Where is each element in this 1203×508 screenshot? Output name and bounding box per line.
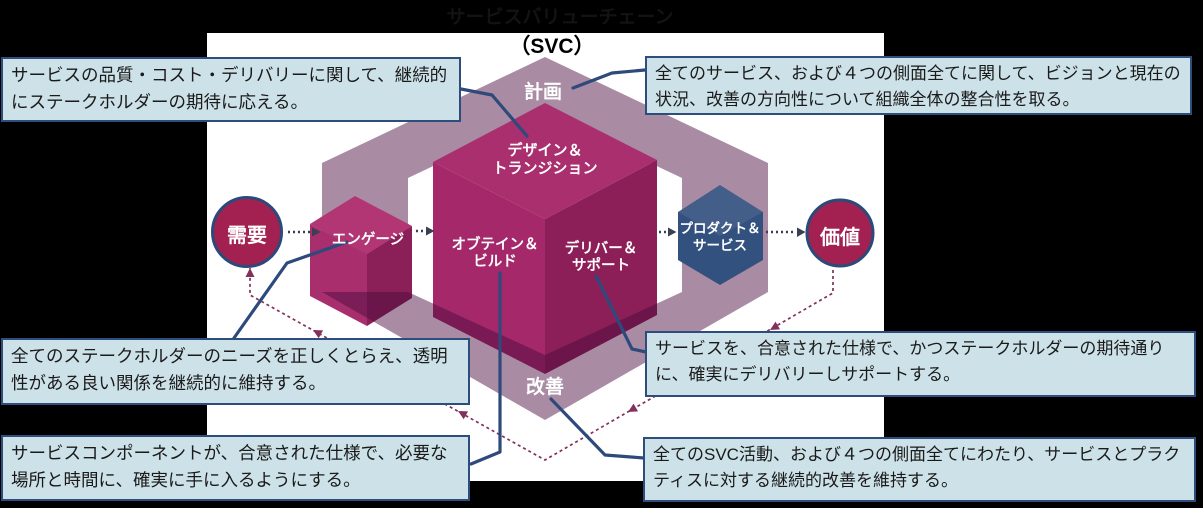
core-cube-top xyxy=(433,103,657,219)
callout-top-right: 全てのサービス、および４つの側面全てに関して、ビジョンと現在の状況、改善の方向性… xyxy=(645,56,1192,115)
connector-mid-right xyxy=(594,274,648,354)
core-cube xyxy=(433,103,657,374)
improve-band-front xyxy=(322,292,768,420)
core-cube-right xyxy=(545,160,657,374)
svc-title: （SVC） xyxy=(509,35,595,58)
callout-mid-right: サービスを、合意された仕様で、かつステークホルダーの期待通りに、確実にデリバリー… xyxy=(645,331,1196,397)
callout-connectors xyxy=(232,68,648,466)
demand-circle xyxy=(211,196,283,268)
hexagon-body xyxy=(678,185,763,285)
callout-top-left: サービスの品質・コスト・デリバリーに関して、継続的にステークホルダーの期待に応え… xyxy=(1,57,461,122)
connector-bottom-left xyxy=(469,271,502,466)
engage-cube-top xyxy=(310,196,412,254)
connector-mid-left xyxy=(232,240,349,340)
connector-bottom-right xyxy=(549,397,646,460)
feedback-arrowheads xyxy=(245,268,781,420)
hexagon-bevel xyxy=(678,185,763,236)
feedback-loop-line xyxy=(249,268,834,461)
value-circle xyxy=(805,198,875,268)
connector-top-left xyxy=(459,87,529,138)
page-title-faint: サービスバリューチェーン xyxy=(446,7,674,28)
flow-arrows xyxy=(288,229,796,234)
callout-bottom-left: サービスコンポーネントが、合意された仕様で、必要な場所と時間に、確実に手に入るよ… xyxy=(1,435,470,501)
callout-bottom-right: 全てのSVC活動、および４つの側面全てにわたり、サービスとプラクティスに対する継… xyxy=(643,437,1196,502)
connector-top-right xyxy=(571,68,647,90)
callout-mid-left: 全てのステークホルダーのニーズを正しくとらえ、透明性がある良い関係を継続的に維持… xyxy=(1,338,470,405)
engage-cube-right xyxy=(367,226,412,326)
products-services-hexagon xyxy=(678,185,763,285)
core-cube-left xyxy=(433,162,545,374)
flow-arrowheads xyxy=(312,226,806,237)
